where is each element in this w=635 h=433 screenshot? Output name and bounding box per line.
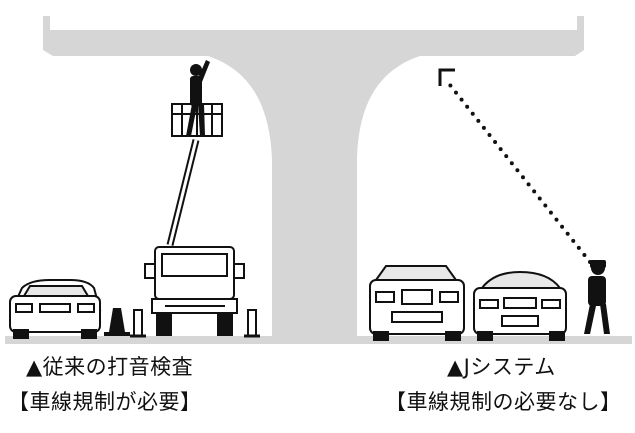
sedan-car-icon (9, 279, 102, 339)
suv-car-icon (369, 265, 465, 341)
sedan-car-icon-2 (473, 270, 567, 341)
aerial-work-truck-icon (130, 103, 260, 338)
inspector-with-device-icon (584, 260, 610, 334)
caption-jsystem-title: ▲Jシステム (447, 355, 556, 379)
caption-conventional-title: ▲従来の打音検査 (26, 355, 194, 379)
caption-jsystem-subtitle: 【車線規制の必要なし】 (385, 390, 622, 414)
caption-conventional-subtitle: 【車線規制が必要】 (8, 390, 202, 414)
traffic-cone-icon (104, 308, 130, 336)
dotted-signal-icon (438, 68, 592, 264)
worker-in-bucket-icon (186, 60, 210, 136)
road-surface (5, 336, 632, 344)
bridge-pier-icon (43, 16, 584, 340)
